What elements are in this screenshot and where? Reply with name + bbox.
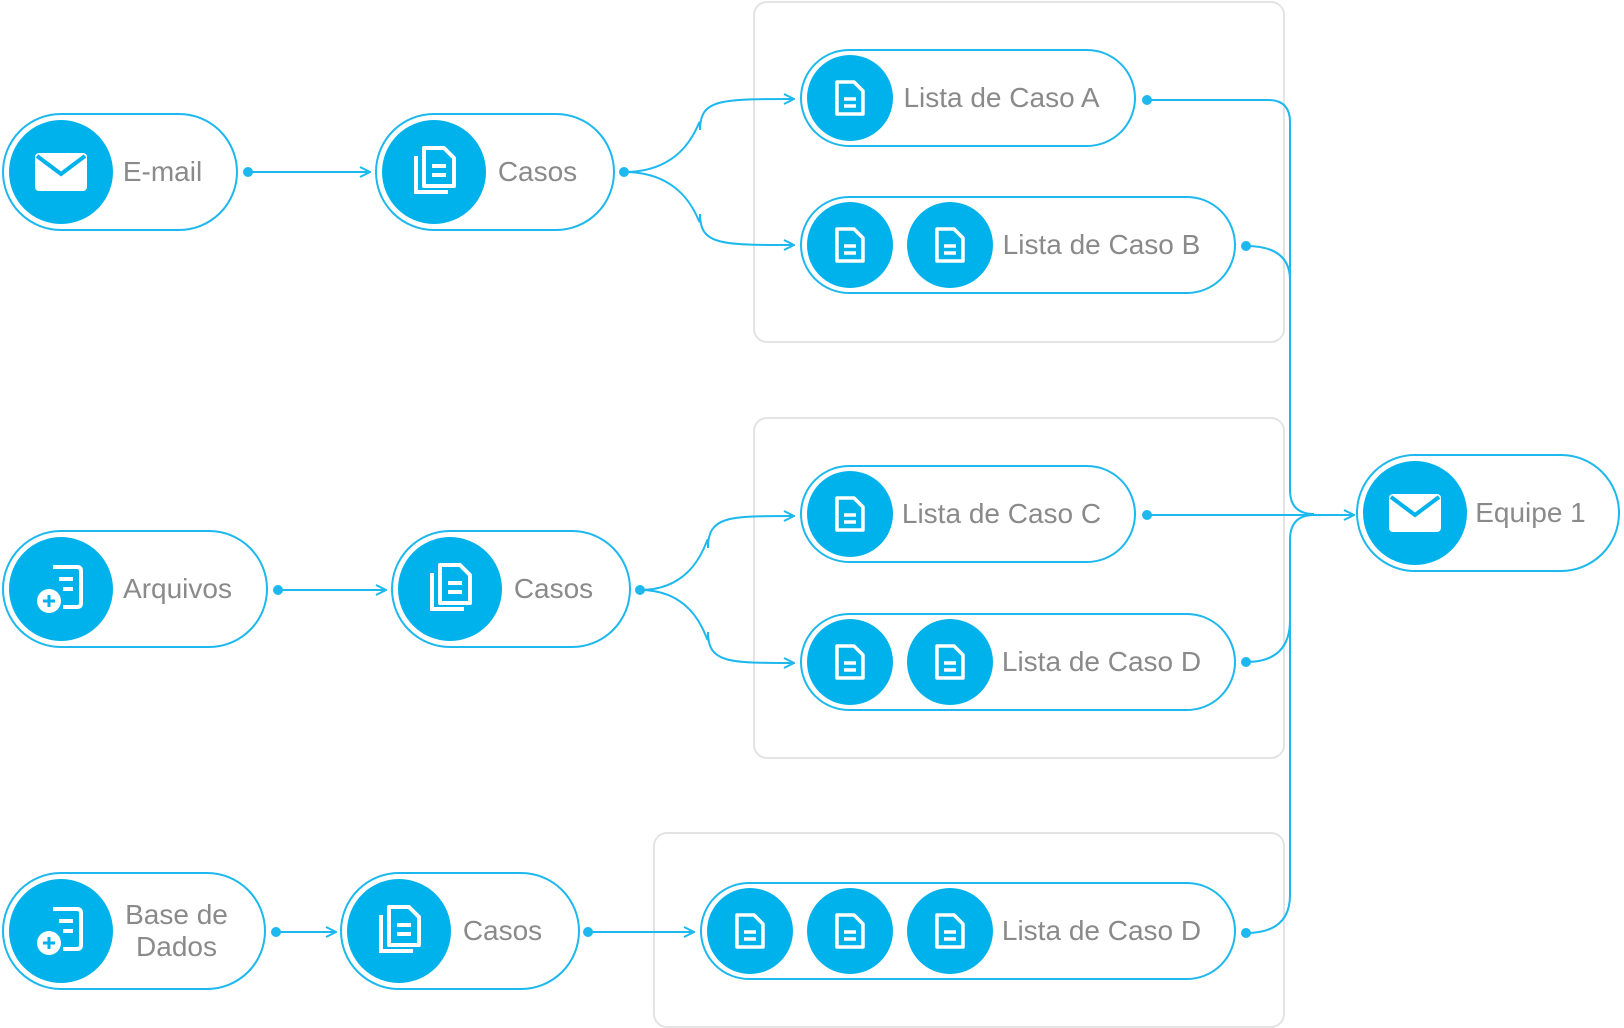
cases-label: Casos — [462, 915, 543, 946]
list-node-d[interactable]: Lista de Caso D — [800, 613, 1236, 711]
document-icon — [707, 888, 793, 974]
file-add-icon — [9, 537, 113, 641]
list-label: Lista de Caso B — [1002, 229, 1201, 260]
source-label: Arquivos — [123, 573, 232, 604]
wire-listaD2-equipe — [1245, 540, 1291, 934]
documents-icon — [398, 537, 502, 641]
port-listaD-out — [1241, 657, 1251, 667]
wire-casos1-listaA — [623, 99, 794, 173]
port-listaA-out — [1142, 95, 1152, 105]
document-icon — [907, 202, 993, 288]
source-label: Base de Dados — [125, 899, 228, 962]
list-node-d-2[interactable]: Lista de Caso D — [700, 882, 1236, 980]
source-label: E-mail — [122, 156, 203, 187]
port-listaD2-out — [1241, 928, 1251, 938]
port-base-out — [271, 927, 281, 937]
list-label: Lista de Caso D — [1001, 646, 1202, 677]
wire-casos2-listaC — [639, 516, 794, 591]
port-listaC-out — [1142, 510, 1152, 520]
document-icon — [807, 55, 893, 141]
envelope-icon — [9, 120, 113, 224]
envelope-icon — [1363, 461, 1467, 565]
file-add-icon — [9, 879, 113, 983]
destination-node-equipe[interactable]: Equipe 1 — [1356, 454, 1620, 572]
document-icon — [807, 202, 893, 288]
wire-listaA-equipe — [1147, 99, 1315, 515]
source-node-base-de-dados[interactable]: Base de Dados — [2, 872, 266, 990]
group-box-2 — [753, 417, 1285, 759]
list-label: Lista de Caso A — [903, 82, 1100, 113]
document-icon — [807, 619, 893, 705]
wire-casos2-listaD — [639, 589, 794, 663]
cases-node-3[interactable]: Casos — [340, 872, 580, 990]
document-icon — [907, 888, 993, 974]
document-icon — [807, 888, 893, 974]
list-node-a[interactable]: Lista de Caso A — [800, 49, 1136, 147]
destination-label: Equipe 1 — [1475, 497, 1586, 528]
group-box-3 — [653, 832, 1285, 1028]
port-email-out — [243, 167, 253, 177]
document-icon — [907, 619, 993, 705]
source-node-email[interactable]: E-mail — [2, 113, 238, 231]
port-arquivos-out — [273, 585, 283, 595]
list-node-c[interactable]: Lista de Caso C — [800, 465, 1136, 563]
cases-node-2[interactable]: Casos — [391, 530, 631, 648]
wire-listaB-equipe — [1245, 245, 1291, 281]
wire-listaD-equipe — [1245, 514, 1315, 663]
port-casos1-out — [619, 167, 629, 177]
list-node-b[interactable]: Lista de Caso B — [800, 196, 1236, 294]
document-icon — [807, 471, 893, 557]
list-label: Lista de Caso C — [901, 498, 1102, 529]
cases-label: Casos — [513, 573, 594, 604]
group-box-1 — [753, 1, 1285, 343]
documents-icon — [382, 120, 486, 224]
wire-casos1-listaB — [623, 171, 794, 245]
cases-label: Casos — [497, 156, 578, 187]
port-listaB-out — [1241, 241, 1251, 251]
cases-node-1[interactable]: Casos — [375, 113, 615, 231]
list-label: Lista de Caso D — [1001, 915, 1202, 946]
port-casos3-out — [583, 927, 593, 937]
documents-icon — [347, 879, 451, 983]
port-casos2-out — [635, 585, 645, 595]
source-node-arquivos[interactable]: Arquivos — [2, 530, 268, 648]
